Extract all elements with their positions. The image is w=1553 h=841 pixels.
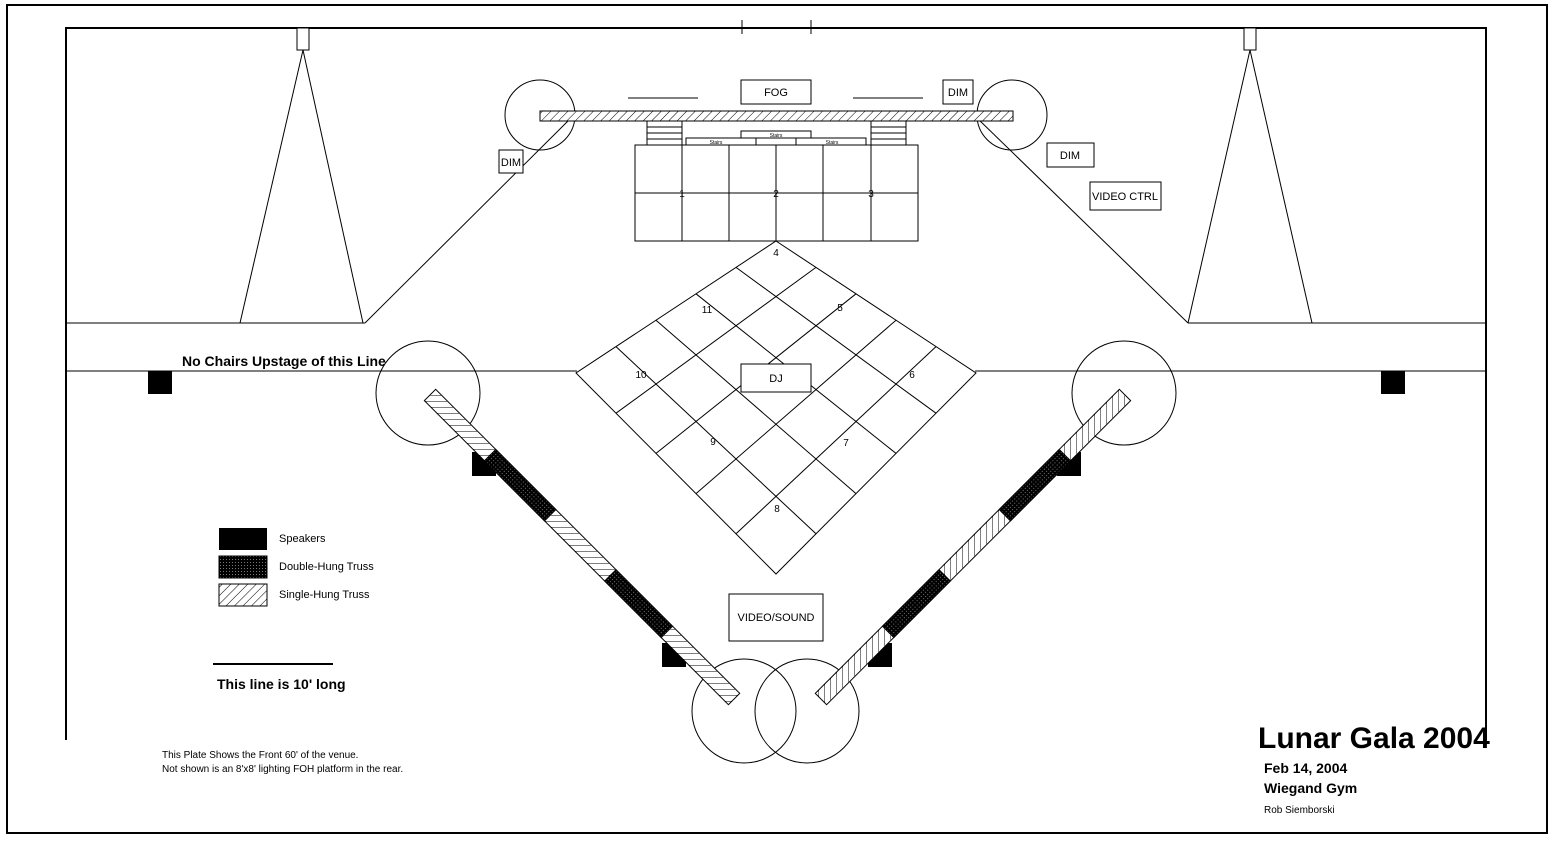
stage-numbers: 1 2 3 4 5 6 7 8 9 10 11 [635, 189, 915, 515]
stage-number: 2 [773, 189, 779, 200]
stage-number: 6 [909, 370, 915, 381]
venue-walls [65, 27, 1487, 740]
diamond-grid-line [615, 266, 817, 414]
diamond-runway [575, 240, 977, 575]
stage-number: 10 [635, 370, 647, 381]
dim-label: DIM [501, 157, 521, 169]
right-tower [1187, 27, 1313, 324]
stage-number: 9 [710, 437, 716, 448]
stair-label-center: Stairs [770, 133, 783, 139]
stair-label-left: Stairs [710, 140, 723, 146]
stage-number: 7 [843, 438, 849, 449]
legend-label: Speakers [279, 533, 326, 545]
wall-ticks [741, 20, 812, 34]
stair-units [646, 120, 907, 146]
plot-title: Lunar Gala 2004 [1258, 722, 1490, 755]
stage-number: 4 [773, 248, 779, 259]
left-truss [423, 388, 741, 706]
footnote-line-2: Not shown is an 8'x8' lighting FOH platf… [162, 764, 403, 775]
main-stage [634, 144, 919, 242]
stage-number: 5 [837, 303, 843, 314]
page-border [6, 4, 1548, 834]
dim-label: DIM [1060, 150, 1080, 162]
diamond-grid-line [615, 346, 817, 535]
stage-number: 8 [774, 504, 780, 515]
dim-label: DIM [948, 87, 968, 99]
right-truss [814, 388, 1132, 706]
diamond-grid-line [695, 319, 897, 494]
legend: Speakers Double-Hung Truss Single-Hung T… [218, 528, 374, 607]
plot-venue: Wiegand Gym [1264, 780, 1357, 796]
fog-label: FOG [764, 87, 788, 99]
stage-number: 1 [679, 189, 685, 200]
scale-label: This line is 10' long [217, 676, 346, 692]
stage-number: 11 [702, 305, 713, 316]
video-ctrl-label: VIDEO CTRL [1092, 191, 1158, 203]
legend-swatch-double-truss [218, 555, 268, 579]
stage-number: 3 [868, 189, 874, 200]
light-circles [375, 340, 1177, 764]
legend-swatch-speakers [219, 528, 267, 550]
diamond-grid-line [735, 346, 937, 535]
diamond-grid-line [655, 319, 857, 494]
legend-swatch-single-truss [218, 583, 268, 607]
stair-labels: Stairs Stairs Stairs [710, 133, 839, 146]
stair-label-right: Stairs [826, 140, 839, 146]
legend-label: Single-Hung Truss [279, 589, 370, 601]
upstage-truss [539, 110, 1014, 122]
label-box-texts: FOG DIM DIM DIM VIDEO CTRL DJ VIDEO/SOUN… [501, 87, 1158, 624]
diamond-grid-line [735, 266, 937, 414]
video-sound-label: VIDEO/SOUND [737, 612, 814, 624]
label-boxes [498, 79, 1162, 642]
diamond-outline [575, 240, 977, 575]
left-tower [239, 27, 364, 324]
legend-label: Double-Hung Truss [279, 561, 374, 573]
plot-author: Rob Siemborski [1264, 805, 1335, 816]
plot-date: Feb 14, 2004 [1264, 760, 1347, 776]
footnote-line-1: This Plate Shows the Front 60' of the ve… [162, 750, 358, 761]
dj-label: DJ [769, 373, 782, 385]
no-chairs-label: No Chairs Upstage of this Line [182, 353, 386, 369]
